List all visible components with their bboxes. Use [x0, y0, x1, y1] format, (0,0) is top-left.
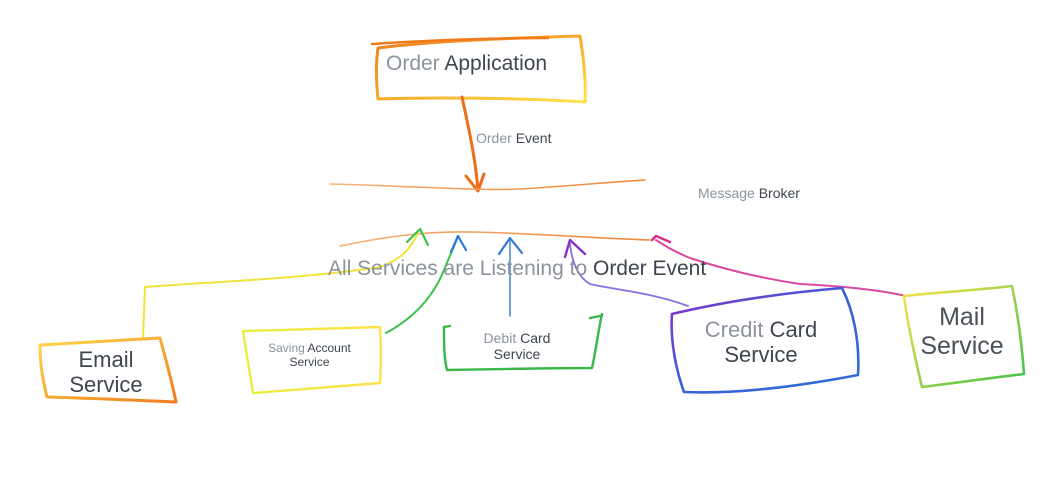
- credit-card-service-label: Credit Card Service: [686, 317, 836, 368]
- email-service-label: Email Service: [56, 347, 156, 398]
- message-broker-word-a: Message: [698, 185, 755, 201]
- order-event-arrow: [460, 95, 486, 193]
- listening-note-part-b: Order Event: [592, 257, 707, 280]
- order-application-word-b: Application: [444, 52, 548, 75]
- mail-service-line1: Mail: [939, 303, 985, 331]
- message-broker-word-b: Broker: [758, 185, 800, 201]
- email-service-line1: Email: [78, 347, 134, 372]
- credit-word: Credit: [704, 317, 764, 342]
- saving-account-service-box: [241, 325, 382, 395]
- email-service-box: [38, 336, 178, 404]
- debit-card-service-line2: Service: [493, 346, 541, 363]
- credit-card-service-line2: Service: [724, 342, 798, 368]
- mail-service-label: Mail Service: [912, 303, 1012, 361]
- mail-service-box: [902, 284, 1026, 389]
- order-event-word-a: Order: [476, 130, 512, 146]
- order-event-word-b: Event: [515, 130, 552, 146]
- saving-word: Saving: [268, 341, 305, 355]
- order-application-label: Order Application: [386, 52, 547, 76]
- saving-account-connector: [385, 235, 459, 334]
- debit-card-service-box: [442, 312, 604, 372]
- card-word-credit: Card: [769, 317, 818, 342]
- message-broker-label: Message Broker: [698, 185, 800, 201]
- message-broker-lines: [329, 179, 651, 247]
- credit-card-connector: [563, 238, 689, 307]
- saving-arrow-head: [449, 234, 468, 254]
- debit-card-service-label: Debit Card Service: [467, 330, 567, 362]
- mail-service-line2: Service: [920, 331, 1004, 360]
- email-service-line2: Service: [69, 372, 143, 398]
- credit-card-service-box: [670, 286, 860, 394]
- debit-card-connector: [497, 236, 524, 317]
- card-word-debit: Card: [520, 330, 551, 346]
- debit-word: Debit: [483, 330, 517, 346]
- listening-note: All Services are Listening to Order Even…: [328, 257, 706, 281]
- email-connector: [142, 232, 419, 339]
- order-application-word-a: Order: [386, 52, 440, 75]
- order-application-box: [370, 34, 587, 104]
- saving-account-service-line2: Service: [289, 354, 330, 369]
- saving-account-service-label: Saving Account Service: [252, 341, 367, 370]
- order-event-label: Order Event: [476, 130, 552, 146]
- email-arrow-head: [405, 227, 430, 247]
- listening-note-part-a: All Services are Listening to: [328, 257, 588, 280]
- mail-connector: [650, 234, 907, 297]
- account-word: Account: [307, 341, 351, 355]
